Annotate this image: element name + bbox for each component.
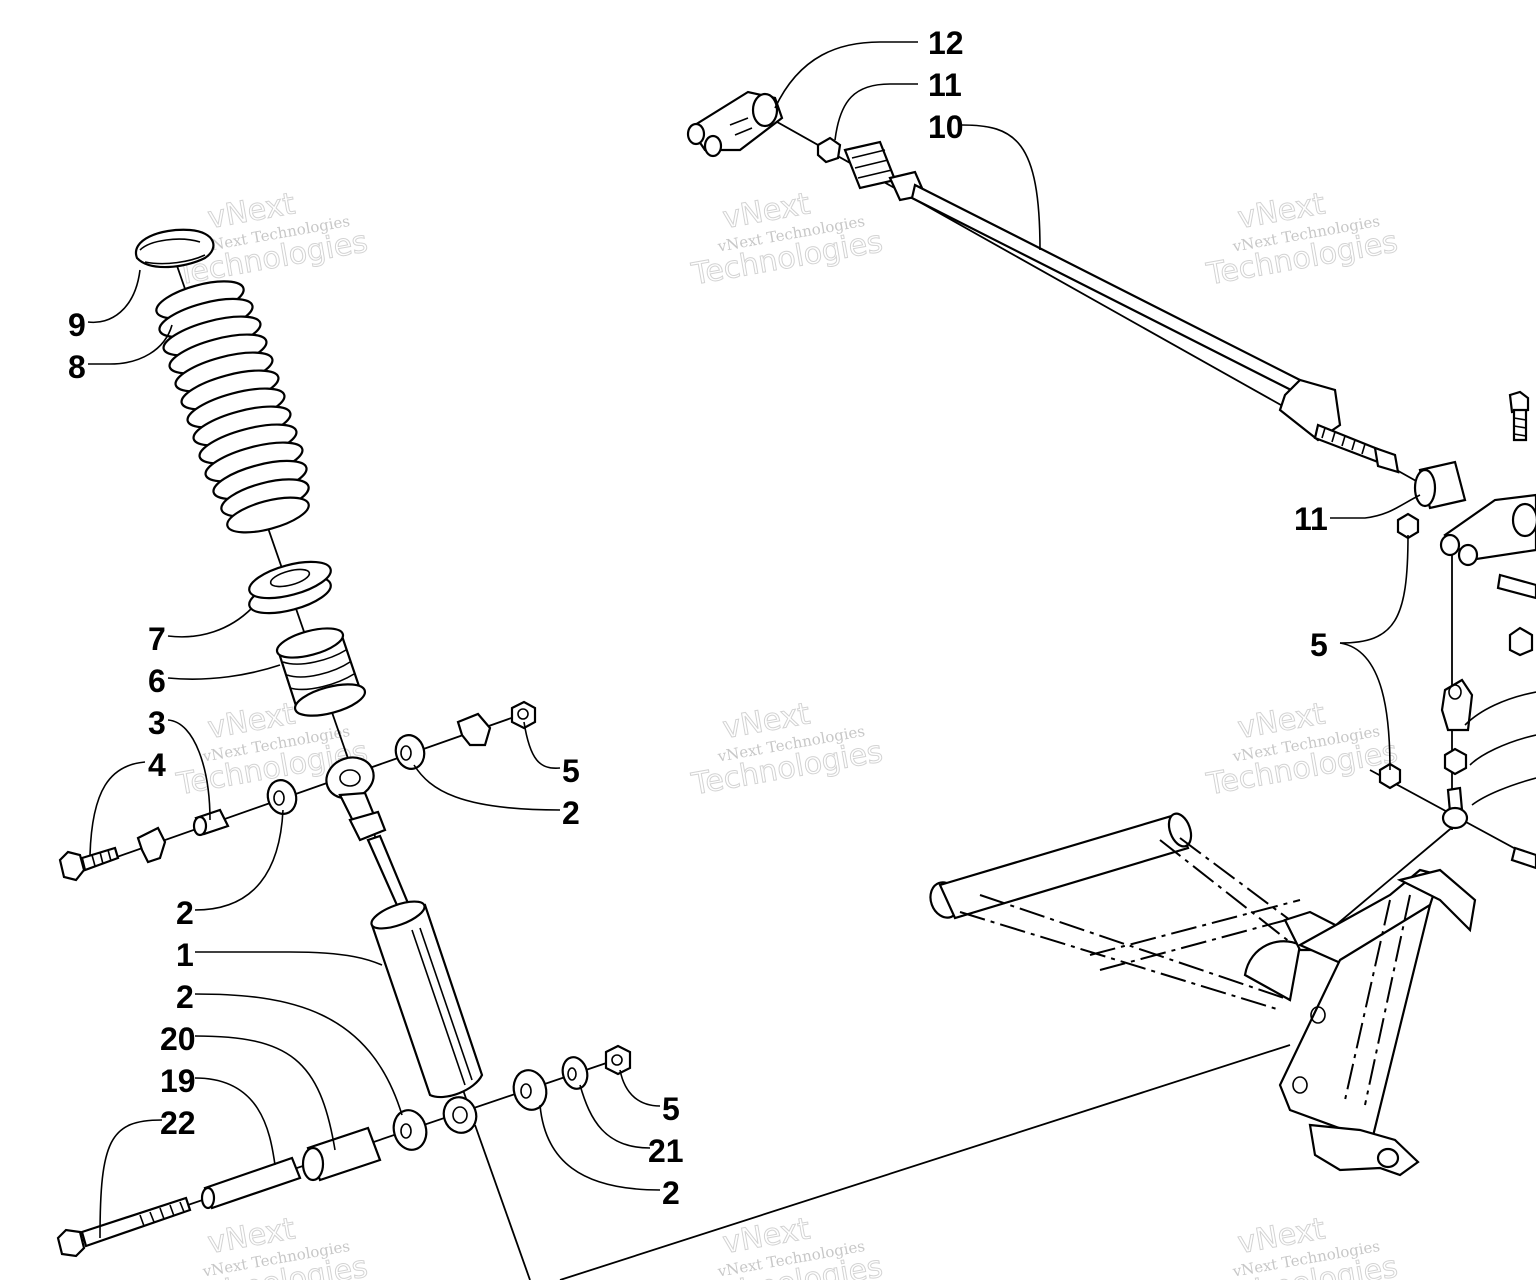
callout-2: 2 xyxy=(562,795,580,831)
watermark: vNext vNext Technologies Technologies xyxy=(688,1211,886,1280)
a-arm-frame-part xyxy=(929,812,1477,1177)
lower-hardware xyxy=(56,1044,632,1258)
callout-9: 9 xyxy=(68,307,86,343)
callout-7: 7 xyxy=(148,621,166,657)
watermark: vNext vNext Technologies Technologies xyxy=(688,186,886,293)
watermark: vNext vNext Technologies Technologies xyxy=(1203,696,1401,803)
coil-spring-part xyxy=(155,280,310,534)
callout-20: 20 xyxy=(160,1021,196,1057)
right-bracket-hardware xyxy=(1378,390,1536,870)
callout-10: 10 xyxy=(928,109,964,145)
leader-lines xyxy=(87,41,1421,1239)
watermark: vNext vNext Technologies Technologies xyxy=(1203,1211,1401,1280)
callout-21: 21 xyxy=(648,1133,684,1169)
callout-11: 11 xyxy=(928,67,962,103)
adjuster-sleeve-part xyxy=(275,627,367,717)
upper-hardware xyxy=(58,700,537,882)
callout-19: 19 xyxy=(160,1063,196,1099)
callout-2: 2 xyxy=(662,1175,680,1211)
callout-5: 5 xyxy=(1310,627,1328,663)
rod-assembly-part xyxy=(686,90,1467,510)
shock-absorber-part xyxy=(370,900,484,1134)
callout-11: 11 xyxy=(1294,501,1328,537)
callout-5: 5 xyxy=(562,753,580,789)
spring-seat-part xyxy=(248,560,332,615)
callout-1: 1 xyxy=(176,937,194,973)
callout-labels: 12 11 10 9 8 7 6 3 4 5 2 2 1 2 20 19 22 … xyxy=(68,25,1328,1211)
spring-cup-part xyxy=(134,228,215,269)
watermark: vNext vNext Technologies Technologies xyxy=(173,1211,371,1280)
shock-upper-eye xyxy=(325,756,412,914)
callout-8: 8 xyxy=(68,349,86,385)
callout-5: 5 xyxy=(662,1091,680,1127)
callout-12: 12 xyxy=(928,25,964,61)
callout-22: 22 xyxy=(160,1105,196,1141)
callout-3: 3 xyxy=(148,705,166,741)
callout-2: 2 xyxy=(176,979,194,1015)
watermark: vNext vNext Technologies Technologies xyxy=(1203,186,1401,293)
callout-6: 6 xyxy=(148,663,166,699)
callout-4: 4 xyxy=(148,747,166,783)
watermark: vNext vNext Technologies Technologies xyxy=(688,696,886,803)
callout-2: 2 xyxy=(176,895,194,931)
